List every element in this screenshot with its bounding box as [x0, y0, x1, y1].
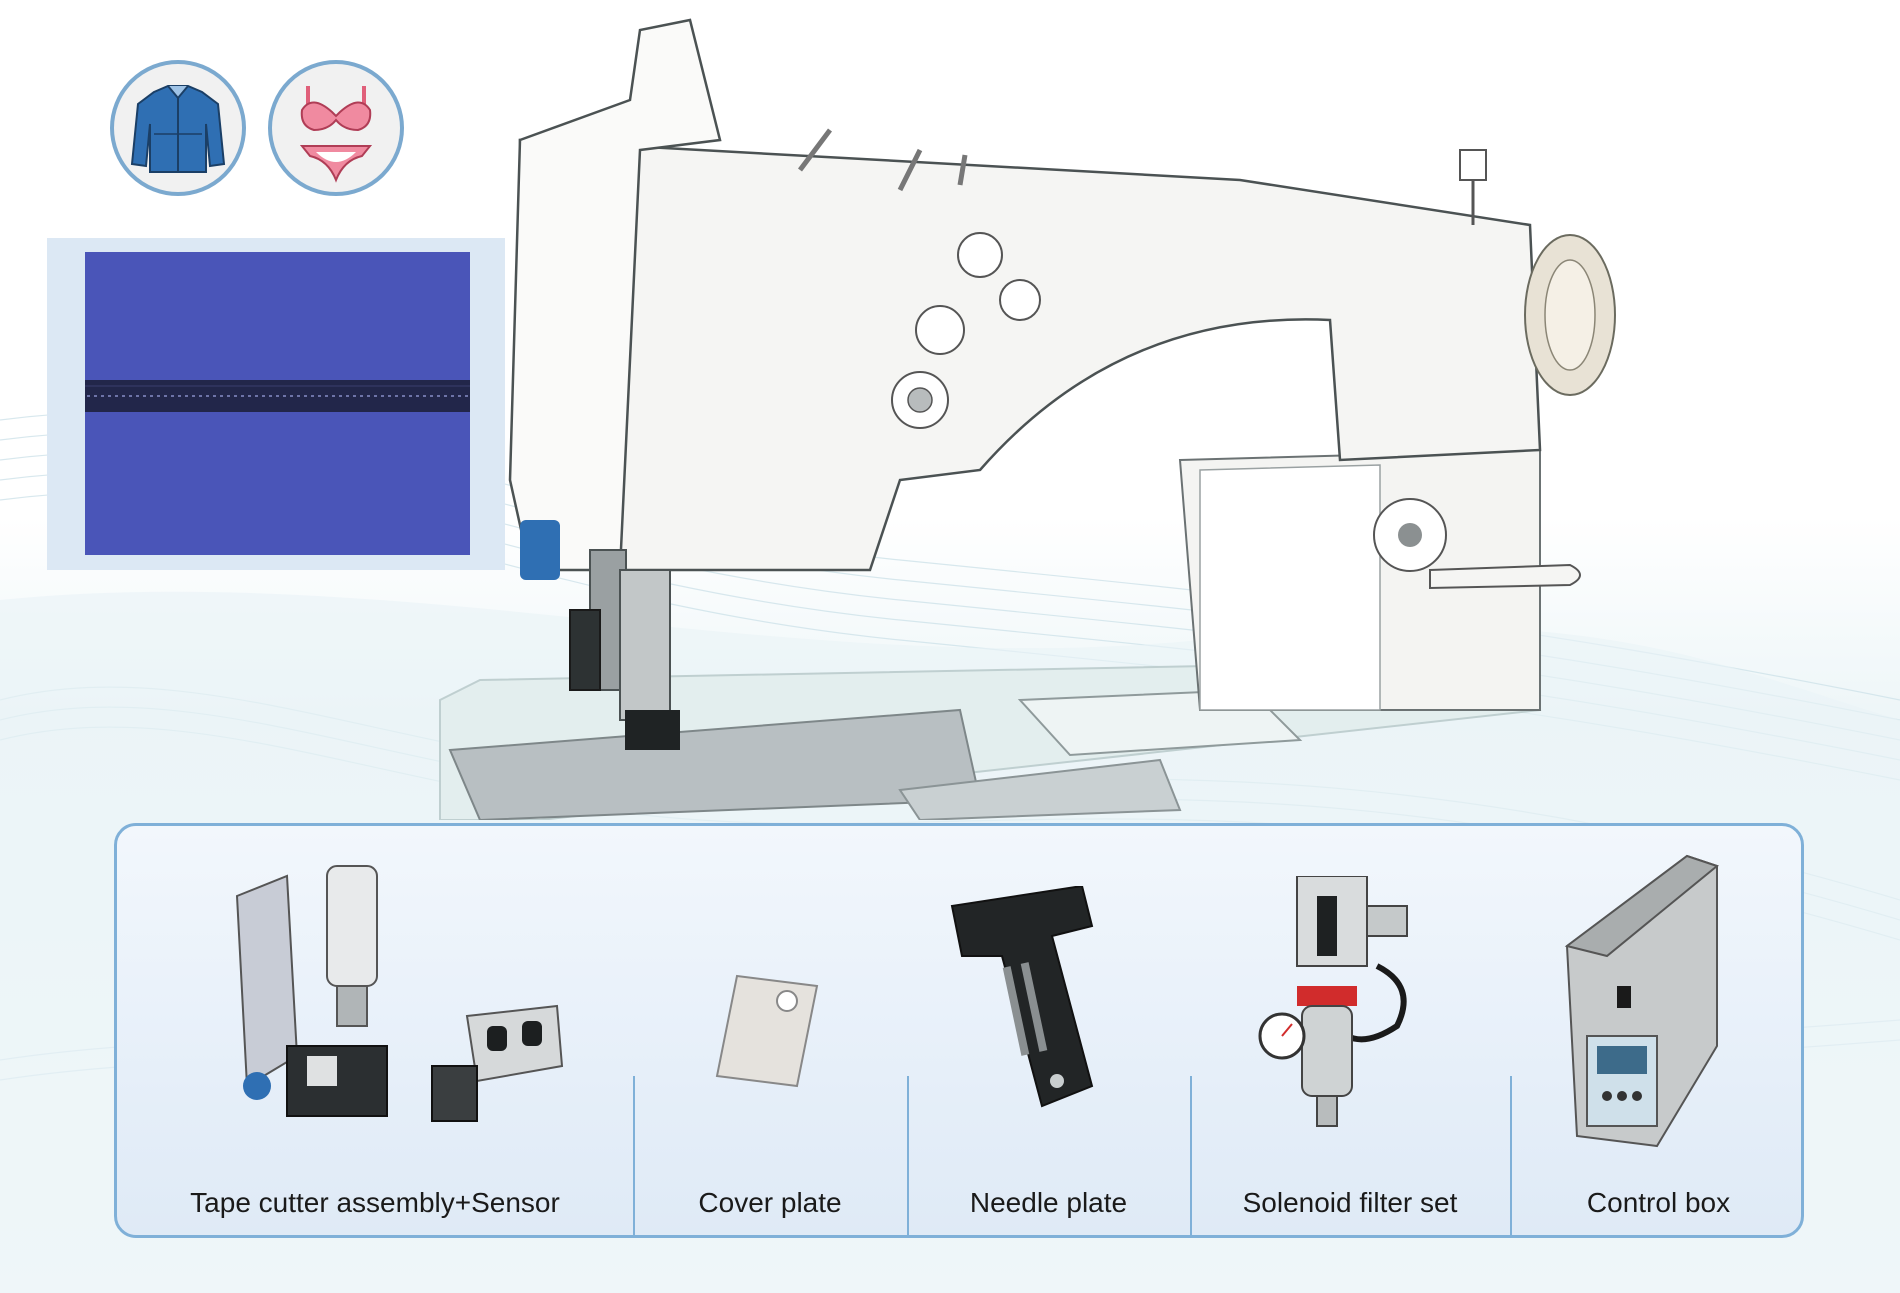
accessories-panel: Tape cutter assembly+Sensor Cover plate …	[114, 823, 1804, 1238]
fabric-sample-image	[73, 252, 482, 555]
sewing-machine-image	[439, 18, 1616, 820]
accessory-divider	[1190, 1076, 1192, 1238]
accessory-label: Tape cutter assembly+Sensor	[190, 1187, 560, 1218]
accessory-label: Control box	[1586, 1187, 1731, 1218]
accessory-divider	[633, 1076, 635, 1238]
fabric-sample-frame	[47, 238, 505, 570]
accessory-divider	[1510, 1076, 1512, 1238]
accessory-label: Solenoid filter set	[1242, 1187, 1458, 1218]
jacket-icon	[130, 85, 226, 173]
control-box-icon	[1564, 854, 1720, 1148]
lingerie-application-icon	[268, 60, 404, 196]
jacket-application-icon	[110, 60, 246, 196]
solenoid-filter-icon	[1258, 876, 1408, 1127]
sewn-tape-icon	[73, 252, 482, 555]
accessory-label: Cover plate	[698, 1187, 842, 1218]
needle-plate-icon	[950, 886, 1094, 1108]
accessory-label: Needle plate	[969, 1187, 1128, 1218]
tape-cutter-icon	[235, 865, 564, 1122]
lingerie-icon	[299, 86, 373, 183]
accessory-divider	[907, 1076, 909, 1238]
cover-plate-icon	[715, 974, 819, 1088]
